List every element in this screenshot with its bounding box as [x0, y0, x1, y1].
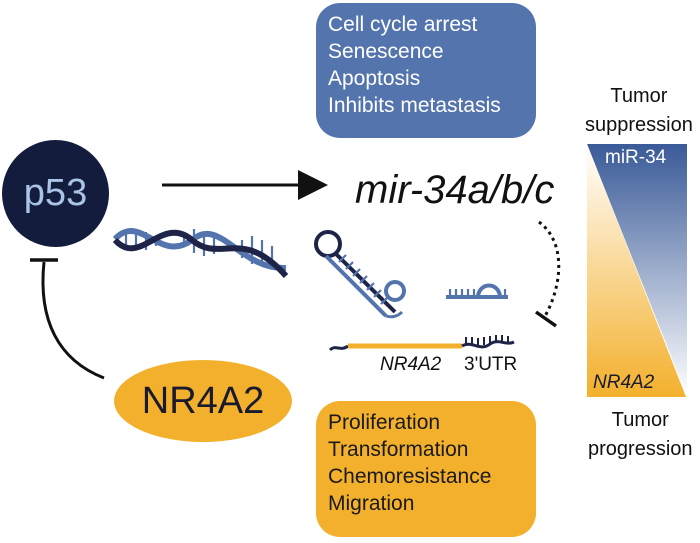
oncogenic-effect: Migration — [328, 492, 415, 515]
suppressive-effect: Senescence — [328, 40, 444, 63]
oncogenic-effect: Transformation — [328, 438, 469, 461]
tumor-progression-caption: Tumor progression — [588, 406, 693, 464]
nr4a2-gradient-label: NR4A2 — [593, 372, 655, 393]
suppressive-effect: Cell cycle arrest — [328, 13, 478, 36]
p53-node: p53 — [2, 140, 109, 247]
inhibition-arc-nr4a2-p53 — [41, 261, 105, 380]
inhibition-bar-mrna — [534, 310, 558, 328]
mrna-strand-icon — [328, 335, 515, 352]
tumor-suppressive-effects-box: Cell cycle arrest Senescence Apoptosis I… — [316, 3, 536, 138]
caption-line: Tumor — [610, 85, 668, 107]
oncogenic-effect: Chemoresistance — [328, 465, 492, 488]
nr4a2-gradient-triangle — [587, 144, 686, 397]
utr-label: 3'UTR — [464, 354, 518, 375]
mirna-label: mir-34a/b/c — [355, 168, 555, 212]
inhibition-arc-mir34-mrna — [538, 220, 561, 319]
caption-line: suppression — [585, 114, 693, 136]
mir34-gradient-label: miR-34 — [605, 147, 667, 168]
oncogenic-effects-box: Proliferation Transformation Chemoresist… — [316, 401, 536, 537]
mir34-gradient-triangle — [587, 144, 687, 396]
pri-mirna-hairpin-icon — [314, 230, 406, 319]
oncogenic-effect: Proliferation — [328, 411, 441, 434]
dna-double-helix-icon — [112, 228, 289, 278]
mature-mirna-icon — [446, 283, 508, 299]
suppressive-effect: Inhibits metastasis — [328, 94, 501, 117]
caption-line: progression — [588, 438, 693, 460]
tumor-suppression-caption: Tumor suppression — [585, 82, 693, 140]
suppressive-effect: Apoptosis — [328, 67, 421, 90]
nr4a2-node: NR4A2 — [114, 360, 292, 442]
target-gene-label: NR4A2 — [380, 354, 442, 375]
caption-line: Tumor — [611, 409, 669, 431]
